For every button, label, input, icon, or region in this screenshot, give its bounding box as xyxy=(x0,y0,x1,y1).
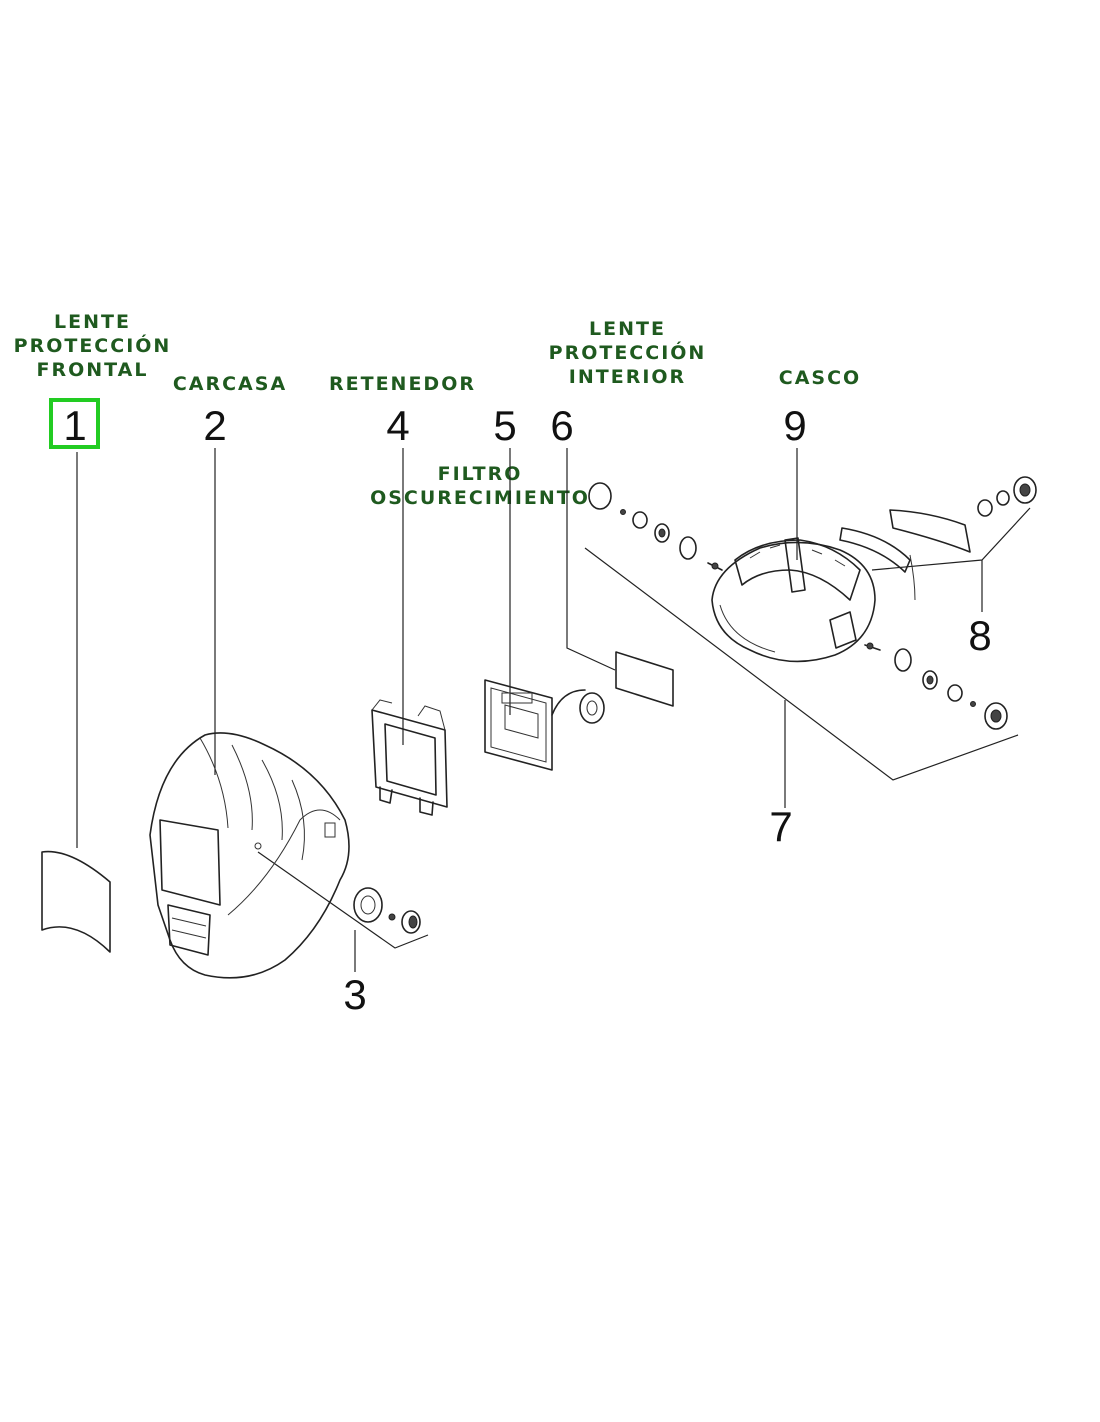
adjuster-right-side xyxy=(977,476,1037,517)
front-lens-shape xyxy=(41,850,111,953)
adjuster-top-row xyxy=(588,482,723,571)
label-lente-interior: LENTE PROTECCIÓN INTERIOR xyxy=(548,318,707,388)
headgear xyxy=(711,537,876,663)
highlight-box xyxy=(49,398,100,449)
side-knob-assembly xyxy=(353,887,421,934)
leader-branch-7 xyxy=(584,547,1019,781)
helmet-shell xyxy=(149,732,350,979)
inner-lens-shape xyxy=(615,651,674,707)
part-number-9: 9 xyxy=(783,402,807,449)
part-number-6: 6 xyxy=(550,402,574,449)
part-number-5: 5 xyxy=(493,402,517,449)
part-number-2: 2 xyxy=(203,402,227,449)
part-number-1: 1 xyxy=(63,402,87,449)
darkening-filter xyxy=(484,679,605,771)
retainer-frame xyxy=(371,699,448,816)
leader-branch-8 xyxy=(871,507,1031,571)
adjuster-bottom-row xyxy=(864,642,1008,730)
part-number-4: 4 xyxy=(386,402,410,449)
label-casco: CASCO xyxy=(778,367,862,389)
label-retenedor: RETENEDOR xyxy=(329,373,476,395)
label-lente-frontal: LENTE PROTECCIÓN FRONTAL xyxy=(13,311,172,381)
label-filtro-oscurecimiento: FILTRO OSCURECIMIENTO xyxy=(370,463,590,509)
label-carcasa: CARCASA xyxy=(172,373,288,395)
leader-branch-3 xyxy=(257,851,429,949)
sweatband xyxy=(839,509,971,601)
part-number-8: 8 xyxy=(968,612,992,659)
leader-line-6 xyxy=(566,448,616,671)
part-number-7: 7 xyxy=(769,803,793,850)
part-number-3: 3 xyxy=(343,971,367,1018)
